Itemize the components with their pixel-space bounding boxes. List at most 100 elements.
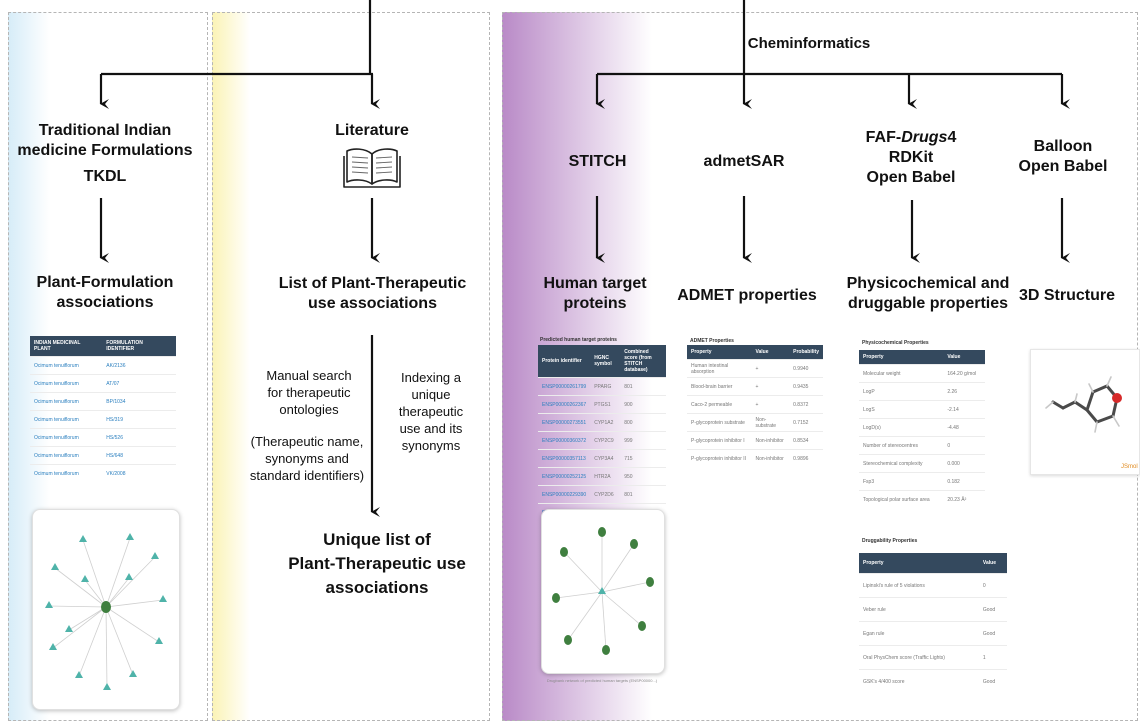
formulation-id-cell: HS/526	[102, 428, 176, 447]
protein-id-cell: ENSP00000252125	[538, 467, 591, 486]
property-cell: Topological polar surface area	[859, 490, 944, 508]
plant-cell: Ocimum tenuiflorum	[30, 374, 103, 393]
property-cell: Veber rule	[859, 597, 979, 622]
physchem-table-header: Value	[943, 350, 985, 365]
stitch-target-table: Protein identifier HGNC symbol Combined …	[538, 345, 666, 521]
indexing-note: Indexing a unique therapeutic use and it…	[382, 370, 480, 454]
stitch-table-caption: Predicted human target proteins	[540, 337, 617, 343]
score-cell: 801	[620, 377, 666, 396]
balloon-title: Balloon Open Babel	[1006, 137, 1120, 177]
druggability-table-wrap: Property Value Lipinski's rule of 5 viol…	[859, 553, 1007, 693]
probability-cell: 0.8372	[789, 395, 823, 414]
protein-id-cell: ENSP00000229390	[538, 485, 591, 504]
3d-structure-heading: 3D Structure	[1018, 287, 1116, 304]
plant-formulation-network	[45, 533, 167, 690]
formulation-id-cell: VK/2008	[102, 464, 176, 482]
indexing-line: unique	[411, 386, 451, 402]
value-cell: 1	[978, 645, 1007, 670]
physicochemical-line1: Physicochemical and	[846, 275, 1010, 292]
value-cell: 2.26	[943, 382, 985, 401]
property-cell: Lipinski's rule of 5 violations	[859, 573, 979, 598]
value-cell: 0.000	[943, 454, 985, 473]
stitch-title: STITCH	[568, 153, 627, 170]
value-cell: +	[751, 395, 790, 414]
plant-cell: Ocimum tenuiflorum	[30, 356, 103, 375]
plant-cell: Ocimum tenuiflorum	[30, 446, 103, 465]
druggability-table-header: Value	[978, 553, 1007, 574]
protein-network	[552, 527, 654, 655]
indexing-line: therapeutic	[398, 403, 464, 419]
admet-properties-heading: ADMET properties	[677, 287, 817, 304]
admetsar-title: admetSAR	[703, 153, 785, 170]
stitch-table-wrap: Protein identifier HGNC symbol Combined …	[538, 345, 666, 521]
value-cell: 0.182	[943, 472, 985, 491]
table-row: Blood-brain barrier+0.9435	[687, 377, 823, 396]
formulation-id-cell: AK/2136	[102, 356, 176, 375]
hgnc-cell: CYP2D6	[590, 485, 621, 504]
stitch-network-caption: Drugbank network of predicted human targ…	[546, 678, 658, 683]
protein-id-cell: ENSP00000262367	[538, 395, 591, 414]
molecule-viewer[interactable]: JSmol	[1030, 349, 1140, 475]
tkdl-title-line2: medicine Formulations	[17, 142, 193, 159]
druggability-table-header: Property	[859, 553, 979, 574]
tkdl-table-header: FORMULATION IDENTIFIER	[102, 336, 176, 357]
property-cell: Oral PhysChem score (Traffic Lights)	[859, 645, 979, 670]
value-cell: -4.48	[943, 418, 985, 437]
jsmol-label: JSmol	[1121, 464, 1138, 470]
oxygen-atom-icon	[1112, 393, 1122, 403]
property-cell: P-glycoprotein inhibitor II	[687, 449, 752, 467]
hgnc-cell: HTR2A	[590, 467, 621, 486]
formulation-id-cell: BP/1034	[102, 392, 176, 411]
fafdrugs-prefix: FAF-	[865, 129, 902, 146]
manual-search-line: Manual search	[266, 368, 352, 383]
hgnc-cell: CYP3A4	[590, 449, 621, 468]
stitch-table-header: Protein identifier	[538, 345, 591, 378]
tkdl-title: Traditional Indian medicine Formulations…	[10, 121, 200, 187]
triangle-icon	[45, 533, 167, 690]
property-cell: LogP	[859, 382, 944, 401]
plant-therapeutic-list-heading: List of Plant-Therapeutic use associatio…	[250, 274, 495, 314]
property-cell: LogD(s)	[859, 418, 944, 437]
value-cell: Good	[978, 621, 1007, 646]
human-target-heading: Human target proteins	[530, 274, 660, 314]
cheminformatics-label: Cheminformatics	[747, 35, 871, 52]
literature-title: Literature	[335, 122, 409, 139]
physicochemical-line2: druggable properties	[847, 295, 1009, 312]
indexing-line: synonyms	[401, 437, 461, 453]
therapeutic-name-line: synonyms and	[265, 450, 349, 466]
therapeutic-name-line: (Therapeutic name,	[250, 434, 364, 449]
protein-id-cell: ENSP00000360372	[538, 431, 591, 450]
fafdrugs-title-line3: Open Babel	[866, 169, 956, 186]
manual-search-line: for therapeutic	[267, 384, 351, 400]
physchem-table-caption: Physicochemical Properties	[862, 340, 929, 346]
balloon-title-line2: Open Babel	[1018, 158, 1108, 175]
property-cell: Caco-2 permeable	[687, 395, 752, 414]
property-cell: P-glycoprotein substrate	[687, 413, 752, 432]
tkdl-network-card	[32, 509, 180, 710]
protein-id-cell: ENSP00000273551	[538, 413, 591, 432]
table-row: LogS-2.14	[859, 400, 985, 419]
formulation-id-cell: HS/319	[102, 410, 176, 429]
value-cell: 0	[978, 573, 1007, 598]
fafdrugs-title-line1: FAF-Drugs4	[846, 128, 976, 148]
admet-table-header: Probability	[789, 345, 823, 360]
hgnc-cell: PTGS1	[590, 395, 621, 414]
tkdl-table-header: INDIAN MEDICINAL PLANT	[30, 336, 103, 357]
unique-list-line1: Unique list of	[323, 530, 431, 549]
property-cell: Human intestinal absorption	[687, 359, 752, 378]
